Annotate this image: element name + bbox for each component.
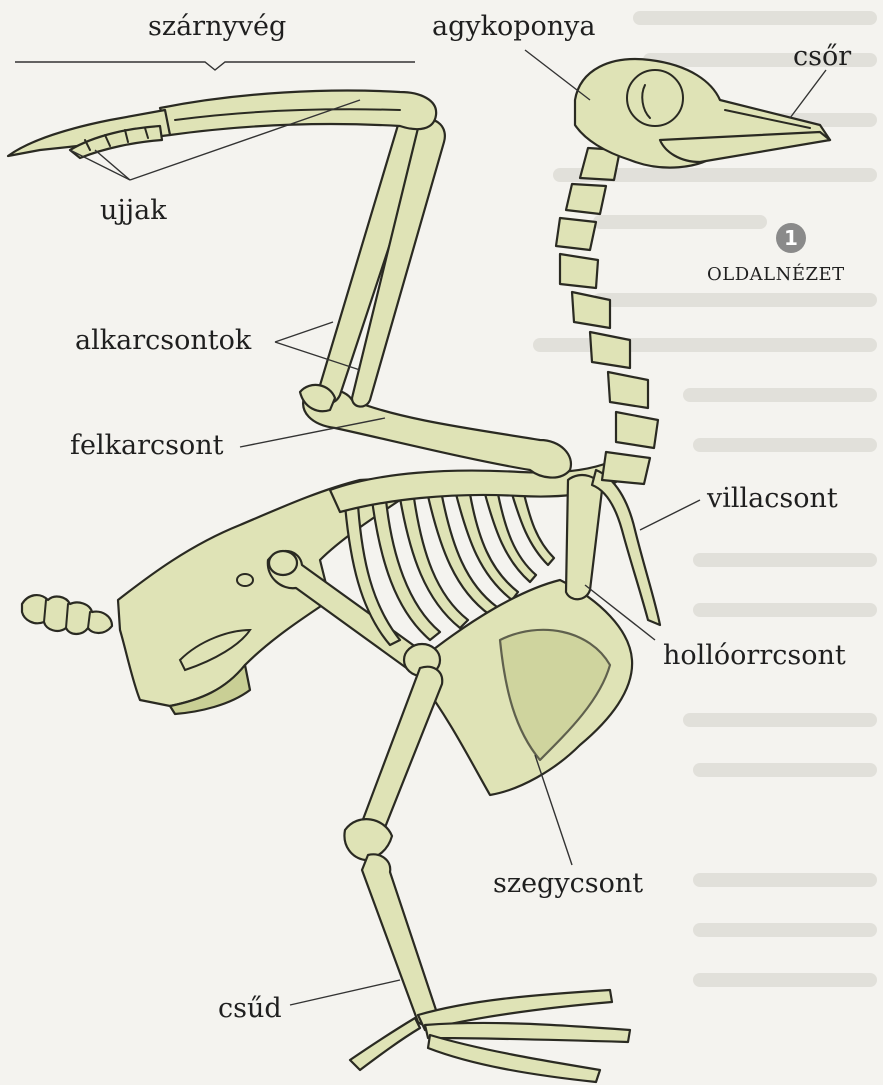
label-fingers: ujjak bbox=[100, 197, 167, 224]
neck-vertebrae bbox=[556, 148, 658, 484]
wingtip-bracket bbox=[15, 62, 415, 70]
tail-vertebrae bbox=[22, 595, 112, 634]
label-wingtip: szárnyvég bbox=[148, 13, 286, 40]
humerus-bone bbox=[303, 389, 571, 478]
tarsometatarsus-bone bbox=[344, 819, 436, 1025]
label-beak: csőr bbox=[793, 43, 851, 70]
label-furcula: villacsont bbox=[707, 485, 838, 512]
view-number-badge: 1 bbox=[776, 223, 806, 253]
label-view-name: OLDALNÉZET bbox=[707, 266, 845, 284]
coracoid-bone bbox=[566, 475, 602, 599]
label-humerus: felkarcsont bbox=[70, 432, 223, 459]
label-skull: agykoponya bbox=[432, 13, 596, 40]
finger-bones bbox=[8, 110, 170, 158]
label-coracoid: hollóorrcsont bbox=[663, 642, 846, 669]
label-sternum: szegycsont bbox=[493, 870, 643, 897]
toe-bones bbox=[350, 990, 630, 1082]
hand-bones bbox=[160, 91, 436, 135]
label-forearm: alkarcsontok bbox=[75, 327, 251, 354]
label-tarsometatarsus: csűd bbox=[218, 995, 282, 1022]
forearm-bones bbox=[300, 119, 445, 411]
